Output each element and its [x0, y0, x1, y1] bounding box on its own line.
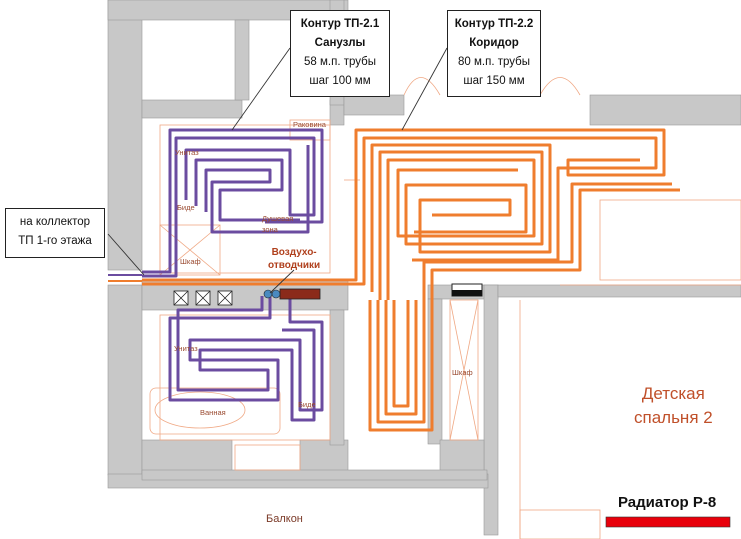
drawing-lines	[149, 77, 741, 539]
feed-lines	[108, 274, 142, 282]
label-toilet-top: Унитаз	[175, 148, 199, 157]
leader-lines	[107, 47, 448, 294]
callout-tp22: Контур ТП-2.2 Коридор 80 м.п. трубы шаг …	[447, 10, 541, 97]
callout-tp21-pipe: 58 м.п. трубы	[304, 56, 376, 68]
air-vents-label: Воздухо- отводчики	[268, 246, 320, 272]
callout-tp21-title: Контур ТП-2.1	[300, 18, 380, 30]
vent-boxes	[173, 290, 233, 306]
callout-tp21-room: Санузлы	[314, 37, 366, 49]
callout-collector-line2: ТП 1-го этажа	[18, 235, 92, 247]
callout-collector: на коллектор ТП 1-го этажа	[5, 208, 105, 258]
room-label-balcony: Балкон	[266, 513, 303, 525]
circuit-tp21	[142, 128, 324, 422]
air-vent-valve-1	[263, 289, 273, 299]
label-closet-right: Шкаф	[452, 368, 473, 377]
label-closet-left: Шкаф	[180, 257, 201, 266]
label-toilet-bottom: Унитаз	[174, 344, 198, 353]
label-shower: Душевая зона	[262, 214, 294, 234]
air-vent-valve-2	[271, 289, 281, 299]
radiator-r8	[605, 516, 731, 528]
callout-tp22-room: Коридор	[469, 37, 519, 49]
callout-collector-line1: на коллектор	[19, 216, 91, 228]
radiator-small	[451, 283, 483, 297]
air-vents-label-line1: Воздухо-	[271, 247, 317, 258]
callout-tp21: Контур ТП-2.1 Санузлы 58 м.п. трубы шаг …	[290, 10, 390, 97]
label-sink: Раковина	[293, 120, 326, 129]
room-label-bedroom-line2: спальня 2	[634, 408, 713, 427]
manifold	[263, 288, 321, 300]
label-bath: Ванная	[200, 408, 226, 417]
radiator-r8-label: Радиатор Р-8	[618, 494, 717, 511]
callout-tp21-step: шаг 100 мм	[309, 75, 371, 87]
circuit-tp22	[142, 128, 680, 432]
room-label-bedroom: Детская спальня 2	[634, 382, 713, 430]
callout-tp22-pipe: 80 м.п. трубы	[458, 56, 530, 68]
air-vents-label-line2: отводчики	[268, 260, 321, 271]
callout-tp22-step: шаг 150 мм	[463, 75, 525, 87]
room-label-bedroom-line1: Детская	[641, 384, 705, 403]
label-bidet-top: Биде	[177, 203, 195, 212]
callout-tp22-title: Контур ТП-2.2	[454, 18, 534, 30]
label-bidet-bottom: Биде	[298, 400, 316, 409]
